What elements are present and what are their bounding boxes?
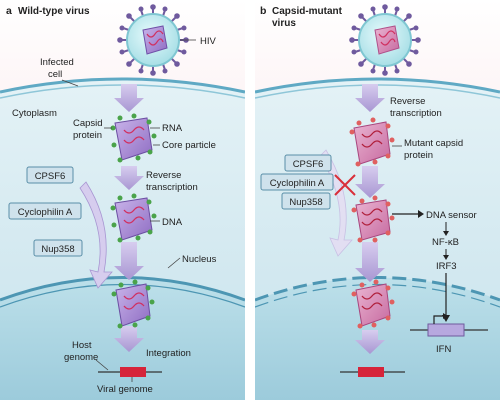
flow-arrows-a	[114, 84, 144, 352]
label-dna: DNA	[162, 217, 183, 228]
hiv-virion-a	[117, 4, 189, 76]
label-cytoplasm: Cytoplasm	[12, 108, 57, 119]
label-host: Host	[72, 340, 92, 351]
factor-nup358-b: Nup358	[281, 192, 331, 210]
ifn-gene	[410, 313, 488, 337]
label-irf3: IRF3	[436, 261, 457, 272]
capsid-particle-a	[110, 113, 157, 163]
panel-divider	[245, 0, 255, 400]
label-hiv: HIV	[200, 36, 217, 47]
host-dna-line-a	[98, 367, 162, 377]
label-core-particle: Core particle	[162, 140, 216, 151]
svg-text:Cyclophilin A: Cyclophilin A	[18, 207, 73, 218]
label-reverse-b: Reverse	[390, 96, 425, 107]
svg-text:Cyclophilin A: Cyclophilin A	[270, 178, 325, 189]
label-cell: cell	[48, 69, 62, 80]
label-dna-sensor: DNA sensor	[426, 210, 477, 221]
svg-text:CPSF6: CPSF6	[293, 159, 324, 170]
panel-b-title-line2: virus	[272, 18, 296, 29]
mutant-capsid-dna-b	[351, 195, 395, 243]
label-reverse-a: Reverse	[146, 170, 181, 181]
label-protein: protein	[73, 130, 102, 141]
panel-b-title-line1: Capsid-mutant	[272, 6, 343, 17]
hiv-virion-b	[349, 4, 421, 76]
dna-sensor-arrow	[392, 210, 424, 218]
panel-a-title: Wild-type virus	[18, 6, 90, 17]
factor-cyclophilin-b: Cyclophilin A	[260, 173, 334, 191]
factor-cyclophilin-a: Cyclophilin A	[8, 202, 82, 220]
factor-nup358-a: Nup358	[33, 239, 83, 257]
factor-cpsf6-b: CPSF6	[284, 154, 332, 172]
host-dna-line-b	[340, 367, 405, 377]
factor-cpsf6-a: CPSF6	[26, 166, 74, 184]
label-transcription-b: transcription	[390, 108, 442, 119]
block-x-icon	[334, 174, 356, 196]
label-infected: Infected	[40, 57, 74, 68]
panel-a-letter: a	[6, 5, 12, 17]
mutant-capsid-b	[349, 117, 395, 167]
label-nfkb: NF-κB	[432, 237, 459, 248]
svg-text:CPSF6: CPSF6	[35, 171, 66, 182]
label-genome: genome	[64, 352, 98, 363]
label-capsid: Capsid	[73, 118, 103, 129]
svg-text:Nup358: Nup358	[289, 197, 322, 208]
label-ifn: IFN	[436, 344, 451, 355]
label-mutant-protein: protein	[404, 150, 433, 161]
mutant-capsid-nuclear-b	[351, 279, 395, 329]
capsid-nuclear-a	[111, 279, 155, 329]
label-viral-genome: Viral genome	[97, 384, 153, 395]
svg-text:Nup358: Nup358	[41, 244, 74, 255]
capsid-dna-a	[110, 193, 157, 243]
flow-arrows-b	[355, 84, 385, 354]
label-nucleus: Nucleus	[182, 254, 217, 265]
label-integration: Integration	[146, 348, 191, 359]
label-mutant-capsid: Mutant capsid	[404, 138, 463, 149]
label-transcription-a: transcription	[146, 182, 198, 193]
panel-b-letter: b	[260, 5, 266, 17]
host-factor-arrow-a	[79, 181, 113, 289]
label-rna: RNA	[162, 123, 183, 134]
